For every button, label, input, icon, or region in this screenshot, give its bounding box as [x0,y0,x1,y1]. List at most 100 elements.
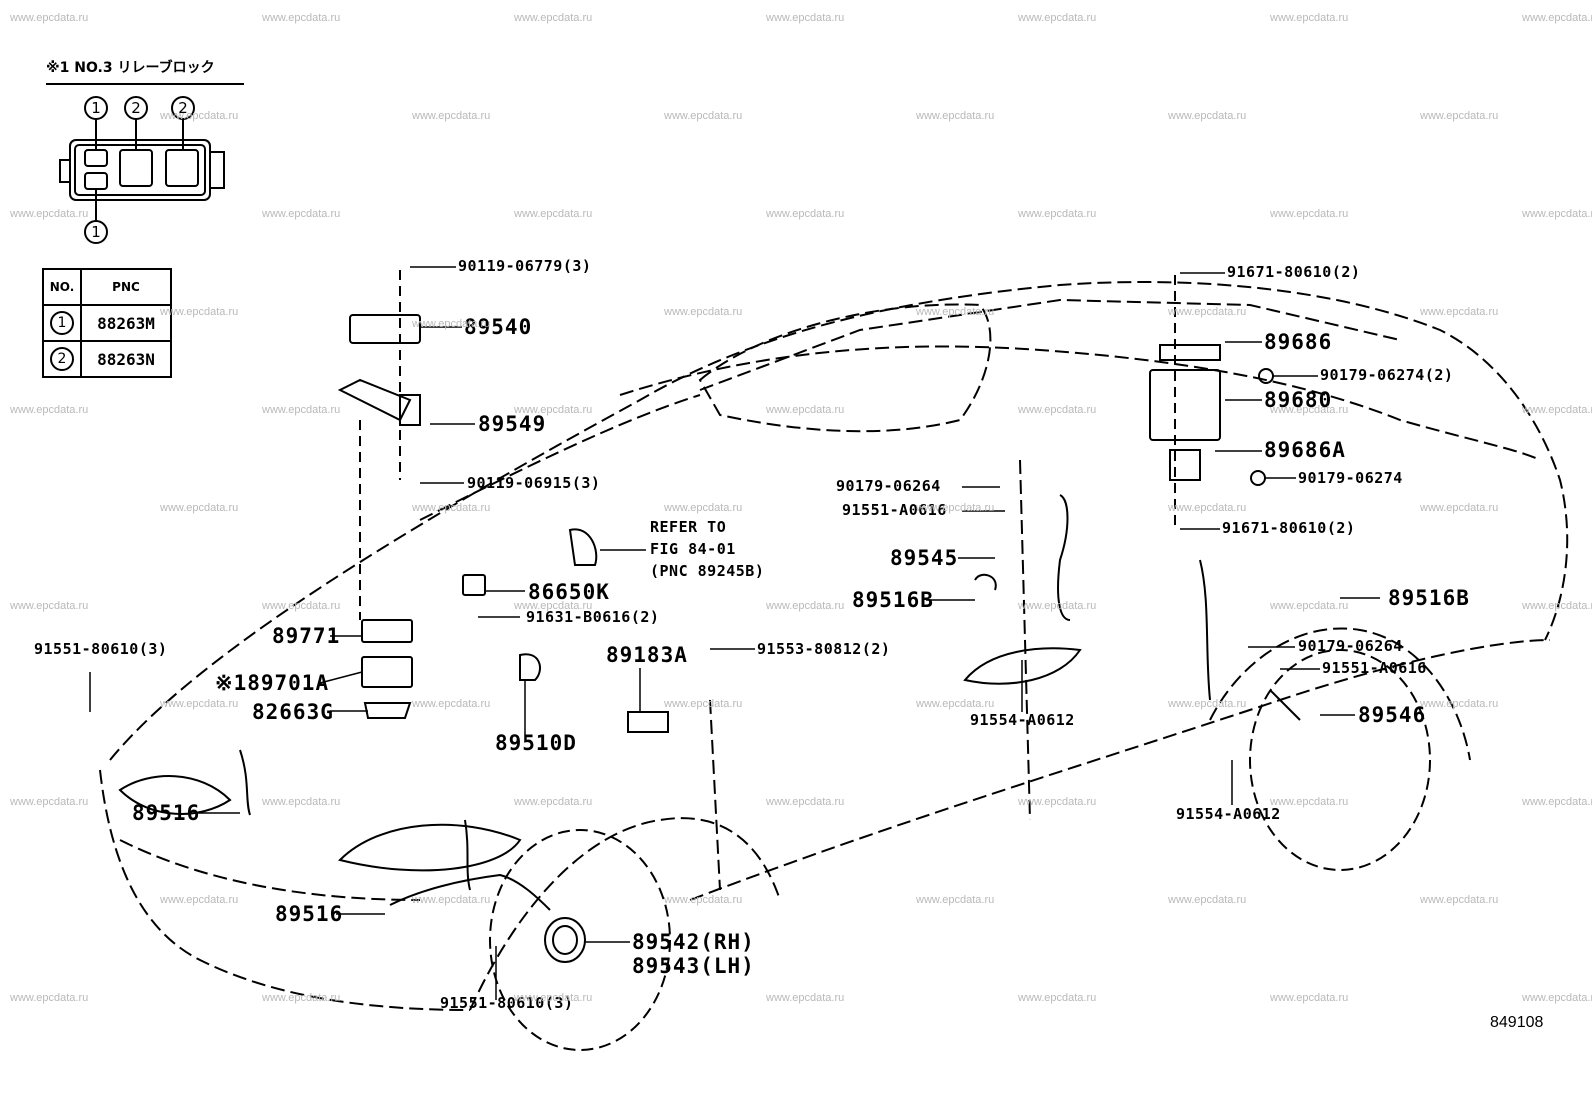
watermark: www.epcdata.ru [1270,796,1349,808]
watermark: www.epcdata.ru [262,208,341,220]
watermark: www.epcdata.ru [412,698,491,710]
part-label-89686A[interactable]: 89686A [1264,438,1346,462]
watermark: www.epcdata.ru [412,894,491,906]
watermark: www.epcdata.ru [1522,600,1592,612]
wheels [489,649,1431,1051]
part-label-91551-80610-bottom[interactable]: 91551-80610(3) [440,994,574,1012]
watermark: www.epcdata.ru [514,796,593,808]
watermark: www.epcdata.ru [10,796,89,808]
watermark: www.epcdata.ru [514,404,593,416]
part-label-89701A[interactable]: ※189701A [215,671,330,695]
watermark: www.epcdata.ru [1420,306,1499,318]
watermark: www.epcdata.ru [412,502,491,514]
watermark: www.epcdata.ru [10,208,89,220]
watermark: www.epcdata.ru [412,318,491,330]
part-label-89516B-right[interactable]: 89516B [1388,586,1470,610]
relay-block-drawing [59,118,225,222]
part-label-89546[interactable]: 89546 [1358,703,1427,727]
part-label-89771[interactable]: 89771 [272,624,341,648]
watermark: www.epcdata.ru [916,110,995,122]
watermark: www.epcdata.ru [664,306,743,318]
table-row: 1 88263M [42,304,172,342]
watermark: www.epcdata.ru [766,404,845,416]
part-label-91553-80812[interactable]: 91553-80812(2) [757,640,891,658]
watermark: www.epcdata.ru [1018,796,1097,808]
yaw-sensor-drawing [337,270,421,620]
watermark: www.epcdata.ru [1420,698,1499,710]
watermark: www.epcdata.ru [262,600,341,612]
row-pnc: 88263M [80,304,172,342]
watermark: www.epcdata.ru [916,502,995,514]
refer-line-3[interactable]: (PNC 89245B) [650,562,765,580]
header-pnc: PNC [80,268,172,306]
watermark: www.epcdata.ru [1018,404,1097,416]
watermark: www.epcdata.ru [1522,404,1592,416]
figure-number: 849108 [1490,1014,1544,1031]
watermark: www.epcdata.ru [766,992,845,1004]
watermark: www.epcdata.ru [160,110,239,122]
watermark: www.epcdata.ru [766,12,845,24]
part-label-89540[interactable]: 89540 [464,315,533,339]
watermark: www.epcdata.ru [1168,502,1247,514]
relay-marker-2-b: 2 [171,96,195,120]
watermark: www.epcdata.ru [1018,600,1097,612]
part-label-89516B-mid[interactable]: 89516B [852,588,934,612]
row-no: 1 [50,311,74,335]
refer-line-1: REFER TO [650,518,727,536]
part-label-90119-06779[interactable]: 90119-06779(3) [458,257,592,275]
watermark: www.epcdata.ru [1420,894,1499,906]
watermark: www.epcdata.ru [664,110,743,122]
relay-marker-1-top: 1 [84,96,108,120]
watermark: www.epcdata.ru [664,698,743,710]
watermark: www.epcdata.ru [262,992,341,1004]
part-label-90179-06264-mid[interactable]: 90179-06264 [836,477,941,495]
part-label-91671-80610-top[interactable]: 91671-80610(2) [1227,263,1361,281]
part-label-91671-80610-bottom[interactable]: 91671-80610(2) [1222,519,1356,537]
part-label-89686[interactable]: 89686 [1264,330,1333,354]
header-no: NO. [42,268,82,306]
watermark: www.epcdata.ru [514,208,593,220]
part-label-89545[interactable]: 89545 [890,546,959,570]
part-label-89549[interactable]: 89549 [478,412,547,436]
part-label-89543-lh[interactable]: 89543(LH) [632,954,755,978]
watermark: www.epcdata.ru [1270,600,1349,612]
watermark: www.epcdata.ru [1018,12,1097,24]
watermark: www.epcdata.ru [916,698,995,710]
part-label-91554-A0612-right[interactable]: 91554-A0612 [1176,805,1281,823]
part-label-89510D[interactable]: 89510D [495,731,577,755]
sunroof [698,303,992,433]
part-label-90179-06264-right[interactable]: 90179-06264 [1298,637,1403,655]
part-label-91554-A0612-mid[interactable]: 91554-A0612 [970,711,1075,729]
watermark: www.epcdata.ru [1168,306,1247,318]
watermark: www.epcdata.ru [412,110,491,122]
part-label-89542-rh[interactable]: 89542(RH) [632,930,755,954]
part-label-91551-A0616-mid[interactable]: 91551-A0616 [842,501,947,519]
part-label-90179-06274[interactable]: 90179-06274 [1298,469,1403,487]
part-label-91551-80610-top[interactable]: 91551-80610(3) [34,640,168,658]
part-label-82663G[interactable]: 82663G [252,700,334,724]
part-label-89680[interactable]: 89680 [1264,388,1333,412]
watermark: www.epcdata.ru [1018,208,1097,220]
part-label-89183A[interactable]: 89183A [606,643,688,667]
watermark: www.epcdata.ru [1270,12,1349,24]
watermark: www.epcdata.ru [1168,110,1247,122]
watermark: www.epcdata.ru [766,796,845,808]
pnc-table-header: NO. PNC [42,268,172,306]
refer-line-2[interactable]: FIG 84-01 [650,540,736,558]
watermark: www.epcdata.ru [10,992,89,1004]
part-label-91551-A0616-right[interactable]: 91551-A0616 [1322,659,1427,677]
watermark: www.epcdata.ru [1270,208,1349,220]
watermark: www.epcdata.ru [160,894,239,906]
part-label-90119-06915[interactable]: 90119-06915(3) [467,474,601,492]
part-label-86650K[interactable]: 86650K [528,580,610,604]
part-label-91631-B0616[interactable]: 91631-B0616(2) [526,608,660,626]
part-label-89516-lower[interactable]: 89516 [275,902,344,926]
part-label-90179-06274-2[interactable]: 90179-06274(2) [1320,366,1454,384]
watermark: www.epcdata.ru [1522,992,1592,1004]
door-handle [963,647,1082,685]
relay-marker-1-bottom: 1 [84,220,108,244]
watermark: www.epcdata.ru [766,208,845,220]
part-label-89516-upper[interactable]: 89516 [132,801,201,825]
